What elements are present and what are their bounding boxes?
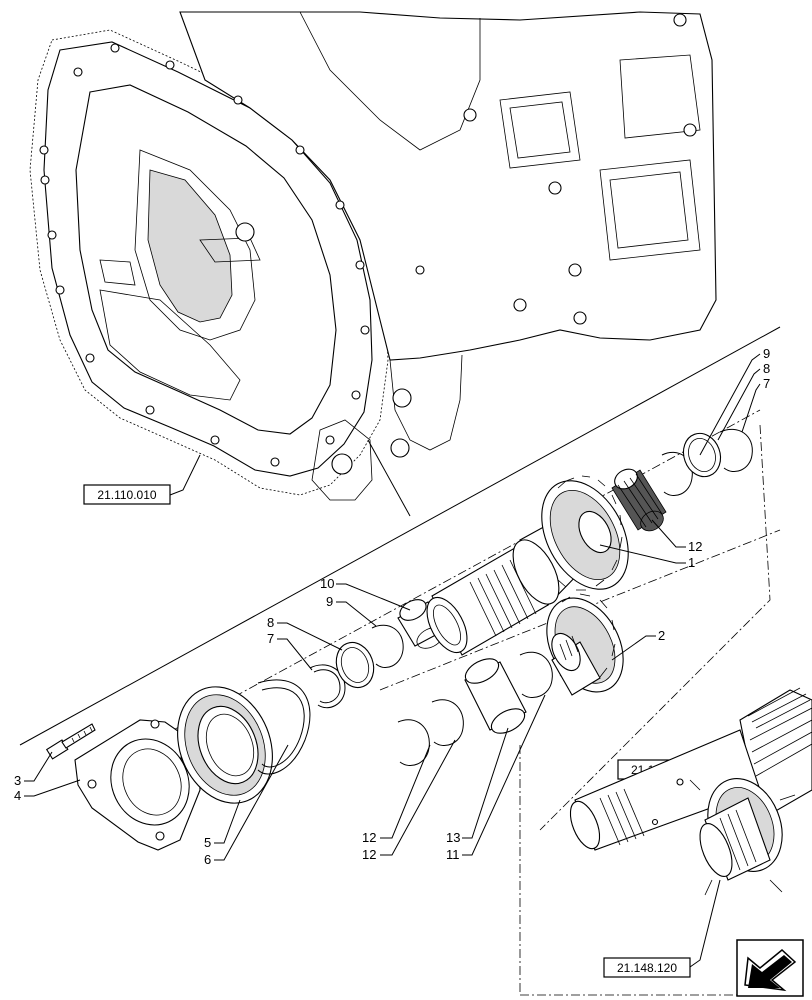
ring-part-7-left[interactable] [309,664,346,709]
shaft-gear-part-1[interactable] [419,466,646,659]
seal-part-5[interactable] [161,673,289,818]
reference-gear-text: 21.148.120 [617,961,677,975]
callout-7-left: 7 [267,631,274,646]
transmission-housing [29,11,717,501]
ring-part-12-upper[interactable] [431,699,464,746]
callout-9-right: 9 [763,346,770,361]
reference-housing-text: 21.110.010 [97,488,156,502]
callout-labels: 9 8 7 12 1 2 10 9 8 7 3 4 5 6 12 12 13 1… [14,346,770,867]
section-divider-line [19,326,781,746]
callout-5: 5 [204,835,211,850]
callout-12-b: 12 [362,847,376,862]
gear-part-2[interactable] [532,585,639,705]
ring-part-8-right[interactable] [678,428,727,482]
callout-6: 6 [204,852,211,867]
bushing-part-13[interactable] [461,654,528,739]
ring-part-8-left[interactable] [330,637,380,693]
callout-12-c: 11 [446,847,460,862]
callout-4: 4 [14,788,21,803]
callout-2: 2 [658,628,665,643]
callout-9-left: 9 [326,594,333,609]
ring-part-7-right[interactable] [719,428,753,472]
ring-part-9-left[interactable] [371,624,404,668]
callout-10: 10 [320,576,334,591]
cover-flange-part-4[interactable] [74,719,203,851]
bolt-part-3[interactable] [45,723,96,760]
callout-8-left: 8 [267,615,274,630]
callout-13: 13 [446,830,460,845]
ring-part-12-right[interactable] [519,651,553,698]
inset-shaft-assembly[interactable] [565,687,812,896]
reference-housing[interactable]: 21.110.010 [83,454,201,505]
ring-part-9-right[interactable] [661,451,693,496]
callout-8-right: 8 [763,361,770,376]
housing-leader [367,439,411,517]
assembly-axis-lower [379,529,781,691]
callout-7-right: 7 [763,376,770,391]
reference-gear[interactable]: 21.148.120 [603,879,721,978]
callout-11: 12 [688,539,702,554]
view-direction-arrow-icon [736,939,804,997]
callout-leaders [24,353,761,861]
bracket-line-right [539,424,771,831]
callout-3: 3 [14,773,21,788]
callout-1: 1 [688,555,695,570]
callout-12-a: 12 [362,830,376,845]
